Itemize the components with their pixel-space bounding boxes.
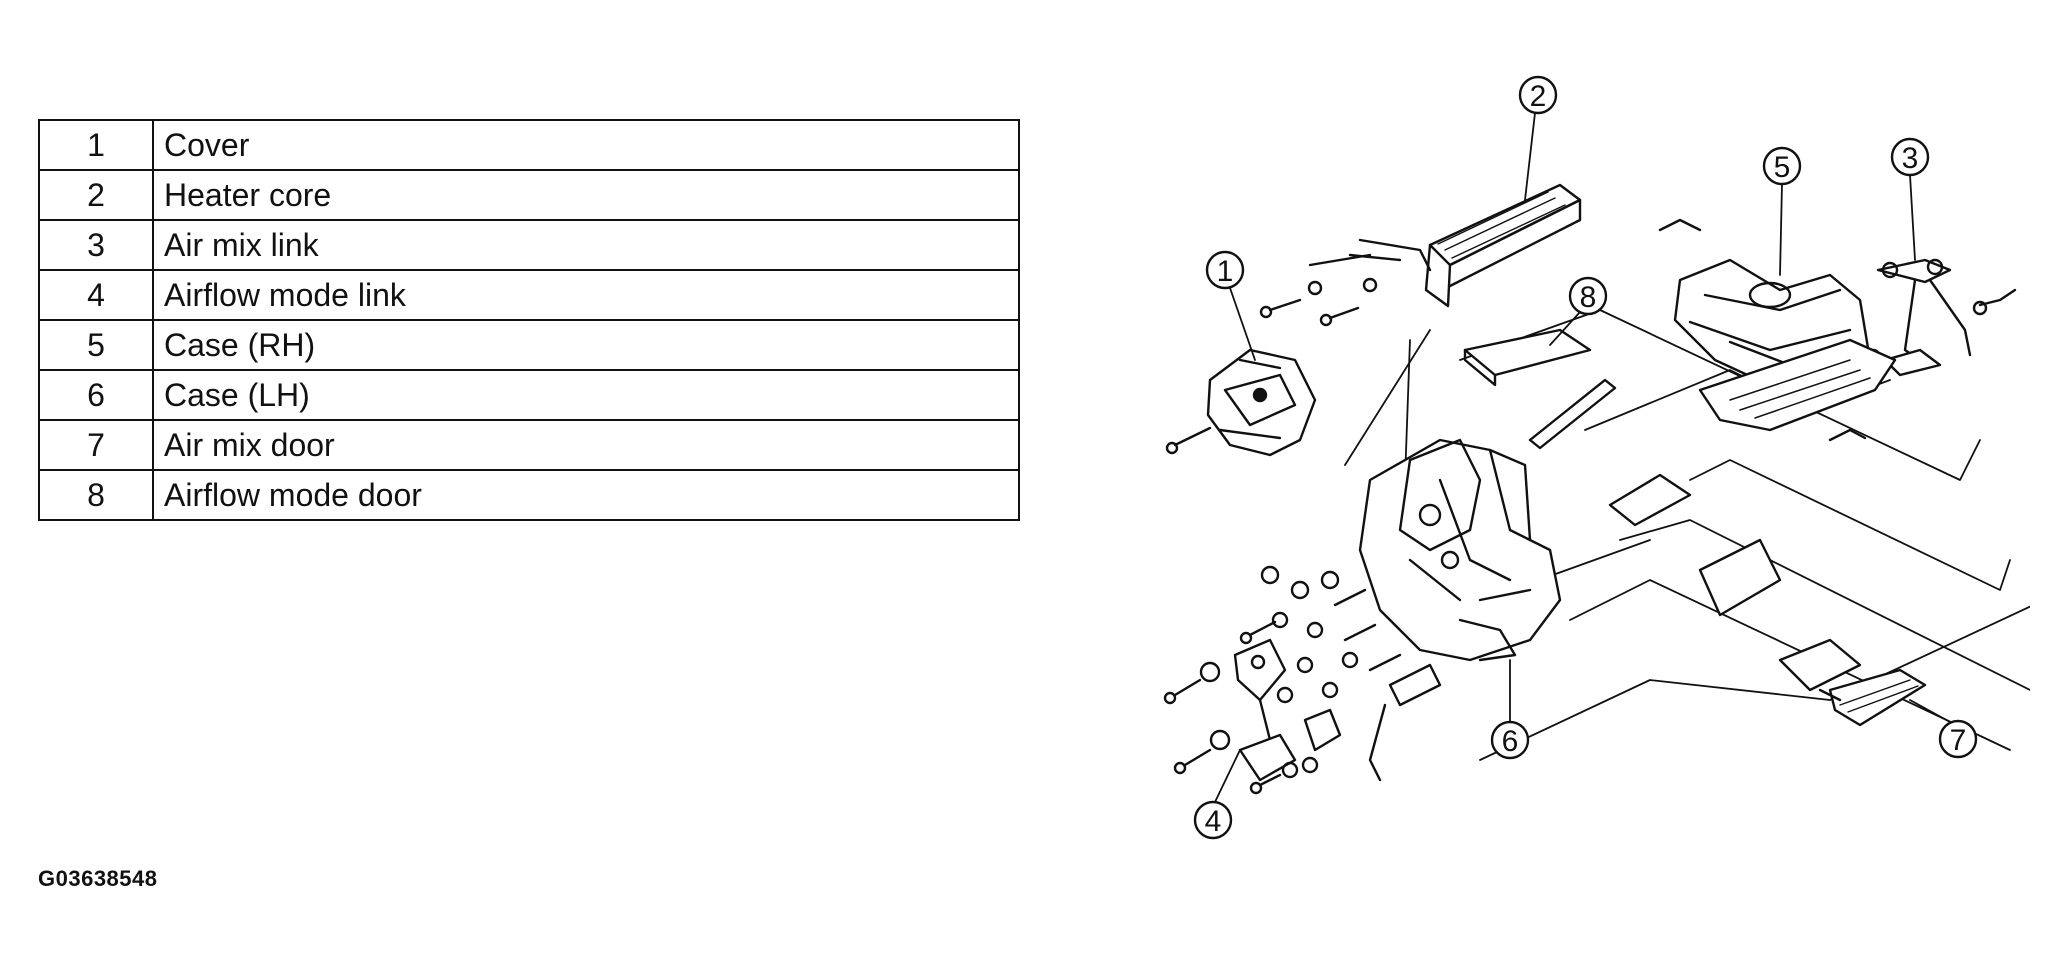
legend-label: Heater core — [152, 169, 1020, 221]
legend-label: Airflow mode door — [152, 469, 1020, 521]
legend-row: 3 Air mix link — [38, 219, 1020, 271]
cover-part — [1165, 348, 1317, 457]
airflow-mode-link-part — [1163, 638, 1297, 782]
callout-3: 3 — [1890, 137, 1930, 261]
legend-label: Air mix link — [152, 219, 1020, 271]
legend-label: Case (RH) — [152, 319, 1020, 371]
legend-row: 6 Case (LH) — [38, 369, 1020, 421]
legend-row: 7 Air mix door — [38, 419, 1020, 471]
legend-label: Cover — [152, 119, 1020, 171]
callout-label: 1 — [1217, 255, 1234, 288]
parts-legend-table: 1 Cover 2 Heater core 3 Air mix link 4 A… — [38, 119, 1020, 521]
callout-label: 2 — [1530, 80, 1547, 113]
legend-label: Airflow mode link — [152, 269, 1020, 321]
callout-label: 8 — [1580, 281, 1597, 314]
air-mix-link-part — [1864, 258, 2017, 377]
callout-8: 8 — [1549, 276, 1608, 346]
legend-number: 6 — [38, 369, 154, 421]
legend-row: 5 Case (RH) — [38, 319, 1020, 371]
callout-5: 5 — [1762, 146, 1802, 276]
callout-label: 5 — [1774, 151, 1791, 184]
legend-number: 1 — [38, 119, 154, 171]
callout-label: 6 — [1502, 725, 1519, 758]
legend-label: Air mix door — [152, 419, 1020, 471]
legend-row: 1 Cover — [38, 119, 1020, 171]
callout-label: 3 — [1902, 142, 1919, 175]
legend-number: 7 — [38, 419, 154, 471]
airflow-mode-door-part — [1463, 328, 1692, 527]
callout-7: 7 — [1909, 699, 1978, 759]
heater-unit-exploded-diagram: 1 2 3 4 5 6 7 8 — [1163, 75, 2030, 840]
air-mix-door-part — [1698, 538, 1927, 727]
callout-6: 6 — [1490, 659, 1530, 760]
legend-number: 3 — [38, 219, 154, 271]
figure-id: G03638548 — [38, 866, 158, 891]
callout-label: 4 — [1205, 805, 1222, 838]
fastener-hardware — [1239, 565, 1442, 795]
callout-label: 7 — [1950, 724, 1967, 757]
legend-number: 8 — [38, 469, 154, 521]
case-rh-part — [1658, 218, 1897, 442]
legend-number: 4 — [38, 269, 154, 321]
legend-label: Case (LH) — [152, 369, 1020, 421]
legend-row: 2 Heater core — [38, 169, 1020, 221]
legend-row: 4 Airflow mode link — [38, 269, 1020, 321]
callout-2: 2 — [1518, 75, 1558, 201]
callout-4: 4 — [1193, 749, 1241, 840]
heater-core-part — [1259, 183, 1582, 327]
legend-row: 8 Airflow mode door — [38, 469, 1020, 521]
case-lh-part — [1358, 438, 1562, 662]
legend-number: 2 — [38, 169, 154, 221]
callout-1: 1 — [1205, 250, 1256, 361]
legend-number: 5 — [38, 319, 154, 371]
